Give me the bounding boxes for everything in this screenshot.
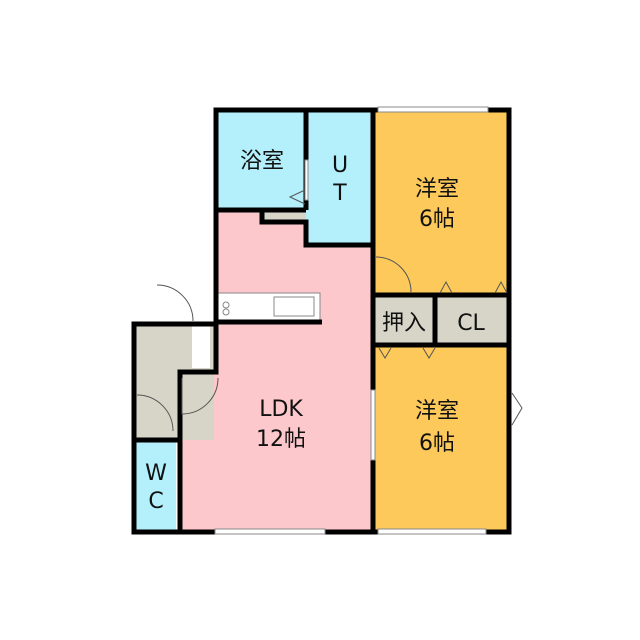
stove-icon [222,301,230,309]
doors [136,189,523,432]
western-bottom-label: 洋室 [415,399,459,424]
bath-room [218,112,306,208]
stove-icon [222,308,230,316]
closet-label: CL [457,311,485,336]
wc-label-c: C [148,489,163,514]
oshiire-label: 押入 [382,311,426,336]
western-room-top [375,112,507,295]
western-bottom-size: 6帖 [419,431,455,456]
kitchen-sink [273,296,315,317]
ldk-storage [264,212,306,220]
wc-room [136,440,176,530]
ldk-room [180,212,372,530]
closet [437,297,507,343]
western-top-label: 洋室 [415,177,459,202]
windows [214,106,489,535]
utility-room [306,112,372,245]
wc-label-w: W [145,461,167,486]
ldk-label: LDK [259,397,303,422]
ldk-size: 12帖 [256,427,306,452]
utility-label-u: U [332,153,348,178]
walls [131,107,512,535]
utility-label-t: T [332,181,347,206]
western-room-bottom [375,346,507,530]
bath-label: 浴室 [240,149,284,174]
shoe-cabinet [192,326,210,368]
oshiire-closet [375,297,433,343]
western-top-size: 6帖 [419,207,455,232]
